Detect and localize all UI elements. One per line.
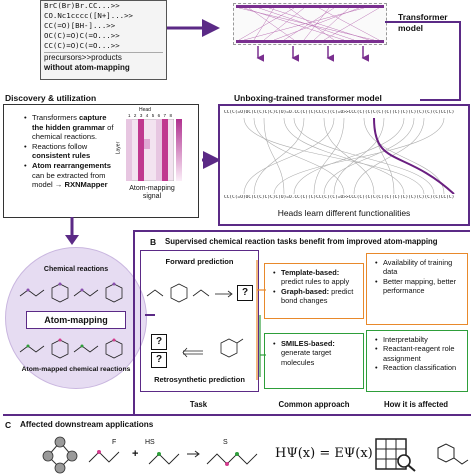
unboxing-caption: Heads learn different functionalities [277,208,411,218]
discovery-bullets: Transformers capture the hidden grammar … [18,113,118,190]
model-down-arrows [256,46,369,62]
input-footer-bold: without atom-mapping [44,63,130,72]
reaction-sketch-bottom [19,338,123,359]
molecule-fragments-icon [437,443,469,465]
affected-panel-graph: Availability of training data Better map… [366,253,468,325]
attention-heatmap [126,119,174,181]
heatmap-signal-label: Atom-mapping signal [129,185,175,200]
input-footer: precursors>>products [44,53,122,62]
section-b-box [133,230,470,418]
input-reactions-box: BrC(Br)Br.CC...>> CO.Nc1cccc([N+]...>> C… [40,0,167,80]
attention-top-sequence: CC(C(=O)OC(C(C)C)C)C(O)=O.CC(C)(C)CC(C)(… [224,110,455,115]
section-c-divider [3,414,471,416]
chemical-reactions-label: Chemical reactions [43,266,109,273]
approach-panel-graph: Template-based: predict rules to apply G… [264,263,364,319]
affected-item: Availability of training data [375,258,465,277]
atom-label-f: F [112,439,117,446]
attention-bottom-sequence: CC(C(=O)OC(C(C)C)C)C(O)=O.CC(C)(C)CC(C)(… [224,195,455,200]
discovery-box: Transformers capture the hidden grammar … [3,104,199,218]
forward-reaction-sketch [146,283,233,303]
retrosynthetic-prediction-label: Retrosynthetic prediction [154,375,245,384]
affected-panel-smiles: Interpretabilty Reactant-reagent role as… [366,330,468,392]
center-to-task-arrow [145,314,155,316]
approach-column-label: Common approach [278,400,350,409]
heatmap-layer-label: Layer [115,141,122,155]
heatmap-colorbar [176,119,182,181]
task-to-approach-connectors [256,260,266,380]
atom-mapping-badge: Atom-mapping [26,311,126,329]
affected-item: Reaction classification [375,363,465,373]
forward-unknown-product: ? [237,285,253,301]
center-circle: Chemical reactions Atom-mapping Atom-map… [5,247,147,389]
heatmap-head-label: Head [139,107,151,113]
unboxing-to-discovery-arrow [202,151,220,169]
approach-item: Template-based: predict rules to apply [273,268,361,287]
smiles-line: OC(C)=O)C(=O...>> [44,31,120,40]
discovery-bullet: Reactions follow consistent rules [24,142,118,161]
discovery-bullet: Transformers capture the hidden grammar … [24,113,118,142]
unboxing-title: Unboxing-trained transformer model [234,93,382,103]
discovery-title: Discovery & utilization [5,93,97,103]
retro-reaction-sketch [182,338,244,358]
reactant-molecule-2 [148,452,180,465]
reactant-molecule-1 [88,450,120,463]
section-c-letter: C [5,420,12,430]
affected-column-label: How it is affected [383,400,449,409]
affected-item: Reactant-reagent role assignment [375,344,465,363]
section-c-title: Affected downstream applications [20,420,154,429]
reaction-sketch-top [19,282,123,303]
task-panel: Forward prediction ? ? ? Retrosynthetic … [140,250,259,392]
retro-unknown-reactant: ? [151,352,167,368]
affected-item: Interpretabilty [375,335,465,345]
product-molecule [206,452,258,466]
affected-item: Better mapping, better performance [375,277,465,296]
task-column-label: Task [189,400,208,409]
atom-label-hs: HS [145,439,155,446]
unboxing-box: CC(C(=O)OC(C(C)C)C)C(O)=O.CC(C)(C)CC(C)(… [218,104,470,226]
smiles-line: CO.Nc1cccc([N+]...>> [44,11,133,20]
approach-panel-smiles: SMILES-based: generate target molecules [264,333,364,389]
table-search-icon [375,438,416,472]
approach-item: Graph-based: predict bond changes [273,287,361,306]
retro-unknown-reactant: ? [151,334,167,350]
approach-item: SMILES-based: generate target molecules [273,339,361,367]
model-to-unboxing-connector [385,21,461,101]
forward-prediction-label: Forward prediction [165,257,234,266]
smiles-line: CC(C)=O)C(=O...>> [44,41,120,50]
discovery-down-arrow [65,217,79,245]
transformer-model-graphic [233,3,387,45]
discovery-bullet: Atom rearrangements can be extracted fro… [24,161,118,190]
plus-sign: + [132,448,139,460]
schrodinger-equation: HΨ(x) = EΨ(x) [275,446,373,461]
smiles-line: CC(=O)[BH-]...>> [44,21,116,30]
input-to-model-arrow [167,19,220,37]
reaction-arrow [187,450,200,458]
input-smiles-lines: BrC(Br)Br.CC...>> CO.Nc1cccc([N+]...>> C… [41,1,166,51]
smiles-line: BrC(Br)Br.CC...>> [44,1,120,10]
section-b-letter: B [150,237,157,247]
atom-label-s: S [223,439,228,446]
attention-lines-graphic [236,5,384,43]
attention-arcs-graphic [243,118,455,194]
section-b-title: Supervised chemical reaction tasks benef… [165,237,438,246]
transformer-model-label: Transformer model [398,12,448,33]
section-b-left-rule [133,230,135,416]
graph-network-icon [42,436,78,474]
atom-mapped-reactions-label: Atom-mapped chemical reactions [21,366,131,373]
